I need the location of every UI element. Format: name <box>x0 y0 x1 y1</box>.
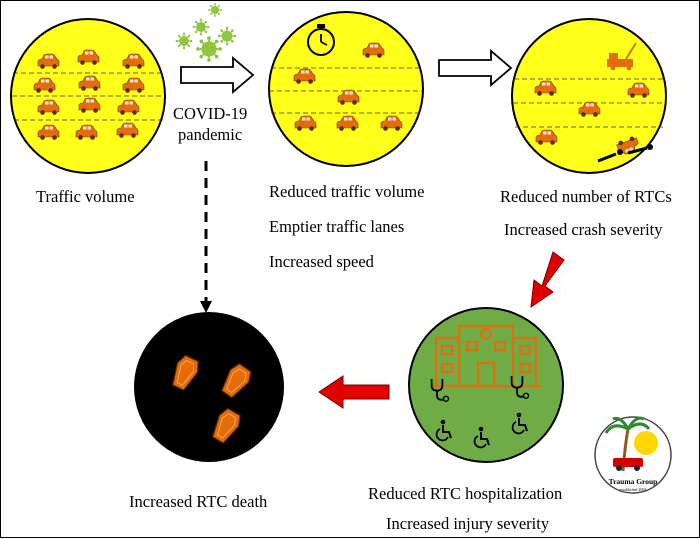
injured-person-icon <box>597 144 653 163</box>
label-covid-line1: COVID-19 <box>173 104 248 123</box>
label-increased-speed: Increased speed <box>269 252 374 271</box>
label-reduced-hospitalization: Reduced RTC hospitalization <box>368 484 563 503</box>
label-traffic-volume: Traffic volume <box>36 187 135 206</box>
red-arrow <box>318 375 390 409</box>
label-emptier-lanes: Emptier traffic lanes <box>269 217 405 236</box>
hollow-arrow <box>438 49 513 87</box>
tow-truck-icon <box>607 42 637 71</box>
traffic-volume-circle <box>10 18 166 174</box>
label-covid-line2: pandemic <box>178 125 243 144</box>
reduced-traffic-circle <box>268 11 424 167</box>
label-increased-injury-severity: Increased injury severity <box>386 514 550 533</box>
logo-subtext: established 2004 <box>620 487 647 492</box>
reduced-rtcs-circle <box>511 18 667 174</box>
virus-icon <box>192 18 210 36</box>
virus-icon <box>175 32 193 50</box>
hospital-icon <box>431 324 541 388</box>
hollow-arrow <box>180 56 255 94</box>
virus-icon <box>207 2 223 18</box>
virus-icon <box>195 35 223 63</box>
logo-text: Trauma Group <box>609 477 658 486</box>
label-increased-crash-severity: Increased crash severity <box>504 220 663 239</box>
label-reduced-rtcs: Reduced number of RTCs <box>500 187 672 206</box>
virus-icon <box>217 26 237 46</box>
death-circle <box>134 312 284 462</box>
hospitalization-circle <box>408 307 564 463</box>
red-arrow <box>530 251 565 309</box>
stopwatch-icon <box>307 24 335 56</box>
trauma-group-logo: Trauma Group established 2004 <box>594 416 672 494</box>
dashed-arrow-head <box>200 301 212 313</box>
virus-icons <box>175 2 237 63</box>
label-increased-death: Increased RTC death <box>129 492 268 511</box>
label-reduced-traffic: Reduced traffic volume <box>269 182 425 201</box>
